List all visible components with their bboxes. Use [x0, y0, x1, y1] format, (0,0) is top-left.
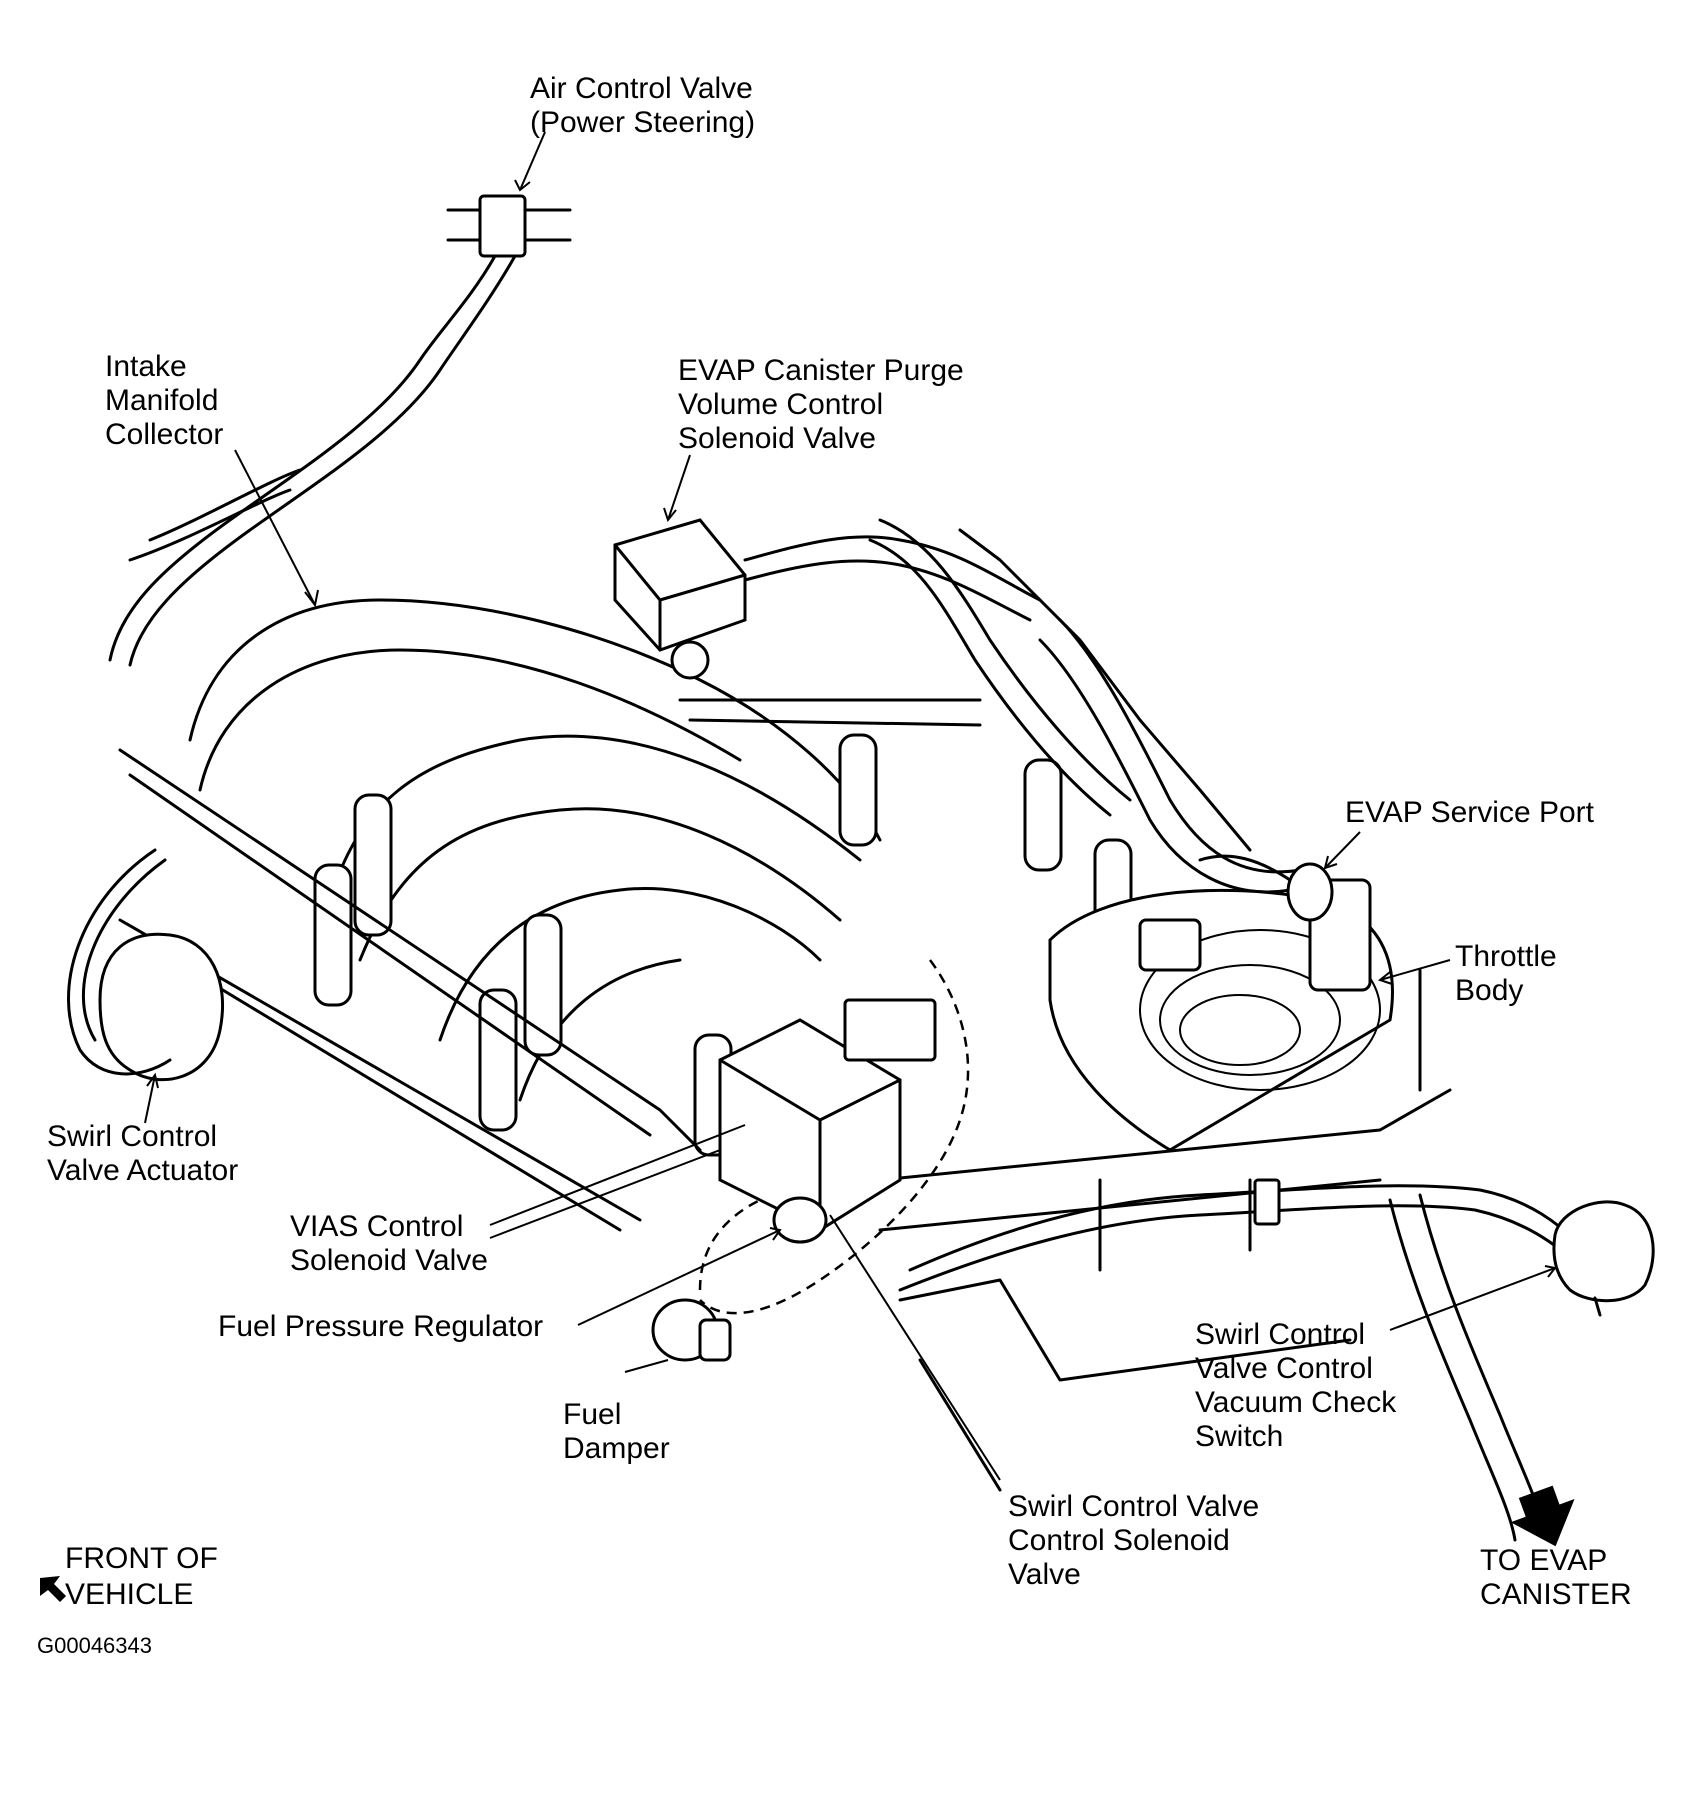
label-air-control-valve: Air Control Valve (Power Steering): [530, 72, 756, 139]
label-intake-manifold-collector: Intake Manifold Collector: [105, 350, 224, 451]
vias-solenoid-block: [718, 998, 937, 1232]
leader-lines: [144, 131, 1557, 1481]
figure-code: G00046343: [37, 1633, 152, 1658]
label-vehicle: VEHICLE: [65, 1578, 194, 1611]
label-fuel-pressure-regulator: Fuel Pressure Regulator: [218, 1310, 544, 1343]
throttle-body: [1048, 878, 1394, 1152]
swirl-vacuum-check-switch: [1552, 1200, 1655, 1317]
label-front-of: FRONT OF: [65, 1542, 218, 1575]
label-evap-purge-valve: EVAP Canister Purge Volume Control Solen…: [678, 354, 964, 455]
label-swirl-check-switch: Swirl Control Valve Control Vacuum Check…: [1195, 1318, 1397, 1453]
arrow-south-icon: [1510, 1485, 1575, 1547]
label-throttle-body: Throttle Body: [1455, 940, 1557, 1007]
label-fuel-damper: Fuel Damper: [563, 1398, 670, 1465]
label-to-evap-canister: TO EVAP CANISTER: [1480, 1544, 1632, 1611]
dashed-lines: [698, 959, 970, 1315]
label-swirl-actuator: Swirl Control Valve Actuator: [47, 1120, 239, 1187]
label-swirl-solenoid: Swirl Control Valve Control Solenoid Val…: [1008, 1490, 1260, 1591]
swirl-control-valve-actuator: [67, 848, 225, 1082]
evap-service-port: [1198, 854, 1334, 922]
air-control-valve-hoses: [108, 194, 572, 667]
evap-purge-solenoid: [613, 518, 1042, 680]
fuel-damper: [651, 1298, 732, 1362]
fuel-pressure-regulator: [772, 1196, 828, 1244]
arrow-northwest-icon: [40, 1576, 66, 1602]
upper-vacuum-hoses: [678, 518, 1302, 894]
label-vias-solenoid: VIAS Control Solenoid Valve: [290, 1210, 488, 1277]
label-evap-service-port: EVAP Service Port: [1345, 796, 1594, 829]
